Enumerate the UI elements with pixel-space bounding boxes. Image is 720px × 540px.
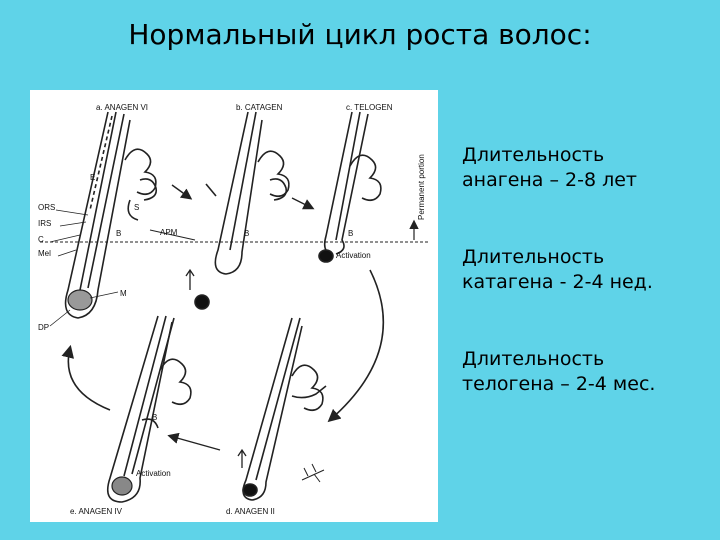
arrow-b-to-c (291, 197, 315, 210)
stage-label-telogen: c. TELOGEN (346, 103, 393, 112)
follicle-catagen (185, 111, 290, 310)
label-b-b: B (244, 229, 249, 238)
label-dp: DP (38, 323, 49, 332)
follicle-anagen-vi (64, 111, 196, 319)
fact-telogen-duration: Длительность телогена – 2-4 мес. (462, 348, 656, 395)
label-b-c: B (348, 229, 353, 238)
follicle-anagen-ii (237, 317, 327, 501)
label-ors: ORS (38, 203, 55, 212)
follicle-telogen (318, 111, 419, 263)
label-mel: Mel (38, 249, 51, 258)
label-e: E (90, 173, 95, 182)
stage-label-anagen-vi: a. ANAGEN VI (96, 103, 148, 112)
label-irs: IRS (38, 219, 51, 228)
label-s: S (134, 203, 139, 212)
label-apm: APM (160, 228, 178, 237)
stage-label-anagen-iv: e. ANAGEN IV (70, 507, 123, 516)
label-activation-bottom: Activation (136, 469, 171, 478)
label-b-a: B (116, 229, 121, 238)
arrow-c-to-d (327, 269, 385, 423)
hair-cycle-diagram: a. ANAGEN VI E S ORS IRS C Mel B APM M D… (30, 90, 438, 522)
label-permanent-portion: Permanent portion (417, 154, 426, 220)
stage-label-anagen-ii: d. ANAGEN II (226, 507, 275, 516)
fact-catagen-duration: Длительность катагена - 2-4 нед. (462, 246, 653, 293)
hair-cycle-illustration: a. ANAGEN VI E S ORS IRS C Mel B APM M D… (38, 103, 430, 516)
label-c: C (38, 235, 44, 244)
arrow-a-to-b (171, 184, 193, 200)
arrow-d-to-e (167, 432, 221, 451)
duration-facts: Длительность анагена – 2-8 лет Длительно… (462, 143, 712, 449)
stage-label-catagen: b. CATAGEN (236, 103, 283, 112)
follicle-anagen-iv (106, 315, 192, 503)
arrow-e-to-a (61, 344, 111, 411)
slide-title: Нормальный цикл роста волос: (128, 18, 592, 51)
fact-anagen-duration: Длительность анагена – 2-8 лет (462, 144, 637, 191)
label-b-e: B (152, 413, 157, 422)
label-activation-top: Activation (336, 251, 371, 260)
label-m: M (120, 289, 127, 298)
